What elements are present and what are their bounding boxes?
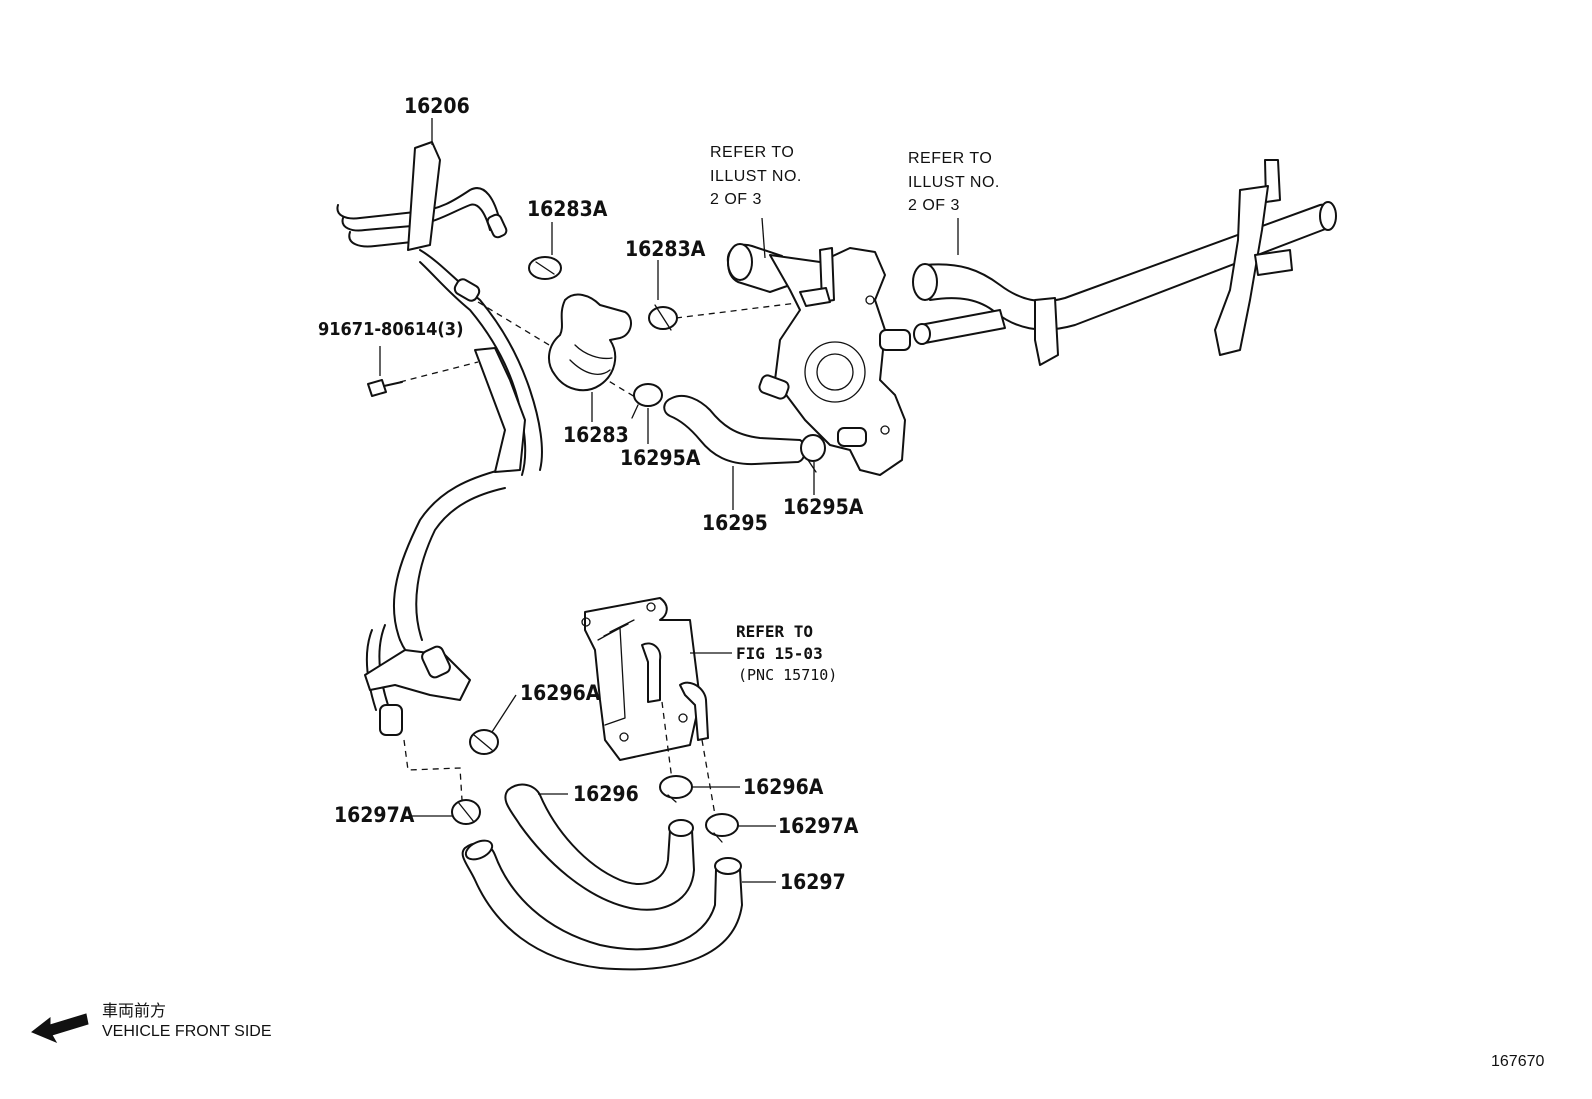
clamp-16297A-right[interactable] <box>705 813 739 843</box>
label-16206: 16206 <box>404 94 470 118</box>
label-16295: 16295 <box>702 511 768 535</box>
svg-text:2 OF 3: 2 OF 3 <box>710 191 762 208</box>
note-refer-illust-right: REFER TO ILLUST NO. 2 OF 3 <box>908 150 1000 214</box>
hose-16295[interactable] <box>663 394 806 466</box>
label-16295A-right: 16295A <box>783 495 864 519</box>
front-direction-arrow-icon <box>31 1013 89 1044</box>
pipe-assembly-16206[interactable] <box>336 141 543 736</box>
svg-text:REFER TO: REFER TO <box>908 150 992 167</box>
bolt-91671[interactable] <box>367 379 403 397</box>
clamp-16283A-upper[interactable] <box>528 256 562 280</box>
label-91671: 91671-80614(3) <box>318 319 463 340</box>
label-16283: 16283 <box>563 423 629 447</box>
svg-text:2 OF 3: 2 OF 3 <box>908 197 960 214</box>
clamp-16296A-right[interactable] <box>659 775 693 803</box>
label-16296: 16296 <box>573 782 639 806</box>
illustration-number: 167670 <box>1491 1053 1544 1070</box>
clamp-16295A-left[interactable] <box>631 383 663 419</box>
note-refer-fig: REFER TO FIG 15-03 (PNC 15710) <box>736 622 837 684</box>
hose-16296[interactable] <box>504 783 695 911</box>
leader-lines <box>379 118 959 883</box>
clamp-16295A-right[interactable] <box>800 434 826 473</box>
hose-16283[interactable] <box>548 293 632 392</box>
front-label-en: VEHICLE FRONT SIDE <box>102 1023 272 1040</box>
front-label-jp: 車両前方 <box>102 1002 166 1020</box>
label-16296A-right: 16296A <box>743 775 824 799</box>
svg-text:REFER TO: REFER TO <box>710 144 794 161</box>
label-16283A-upper: 16283A <box>527 197 608 221</box>
clamp-16283A-right[interactable] <box>648 304 678 331</box>
svg-text:(PNC 15710): (PNC 15710) <box>738 666 837 684</box>
label-16283A-right: 16283A <box>625 237 706 261</box>
water-outlet-housing[interactable] <box>726 243 911 476</box>
svg-text:ILLUST NO.: ILLUST NO. <box>710 168 802 185</box>
note-refer-illust-left: REFER TO ILLUST NO. 2 OF 3 <box>710 144 802 208</box>
label-16296A-left: 16296A <box>520 681 601 705</box>
clamp-16297A-left[interactable] <box>451 799 481 825</box>
label-16295A-left: 16295A <box>620 446 701 470</box>
label-16297A-left: 16297A <box>334 803 415 827</box>
svg-text:FIG 15-03: FIG 15-03 <box>736 644 823 663</box>
water-pipe-right[interactable] <box>912 159 1337 366</box>
hose-16297[interactable] <box>461 837 743 971</box>
label-16297A-right: 16297A <box>778 814 859 838</box>
oil-cooler[interactable] <box>581 597 709 761</box>
svg-text:REFER TO: REFER TO <box>736 622 813 641</box>
clamp-16296A-left[interactable] <box>469 729 499 755</box>
svg-text:ILLUST NO.: ILLUST NO. <box>908 174 1000 191</box>
label-16297: 16297 <box>780 870 846 894</box>
